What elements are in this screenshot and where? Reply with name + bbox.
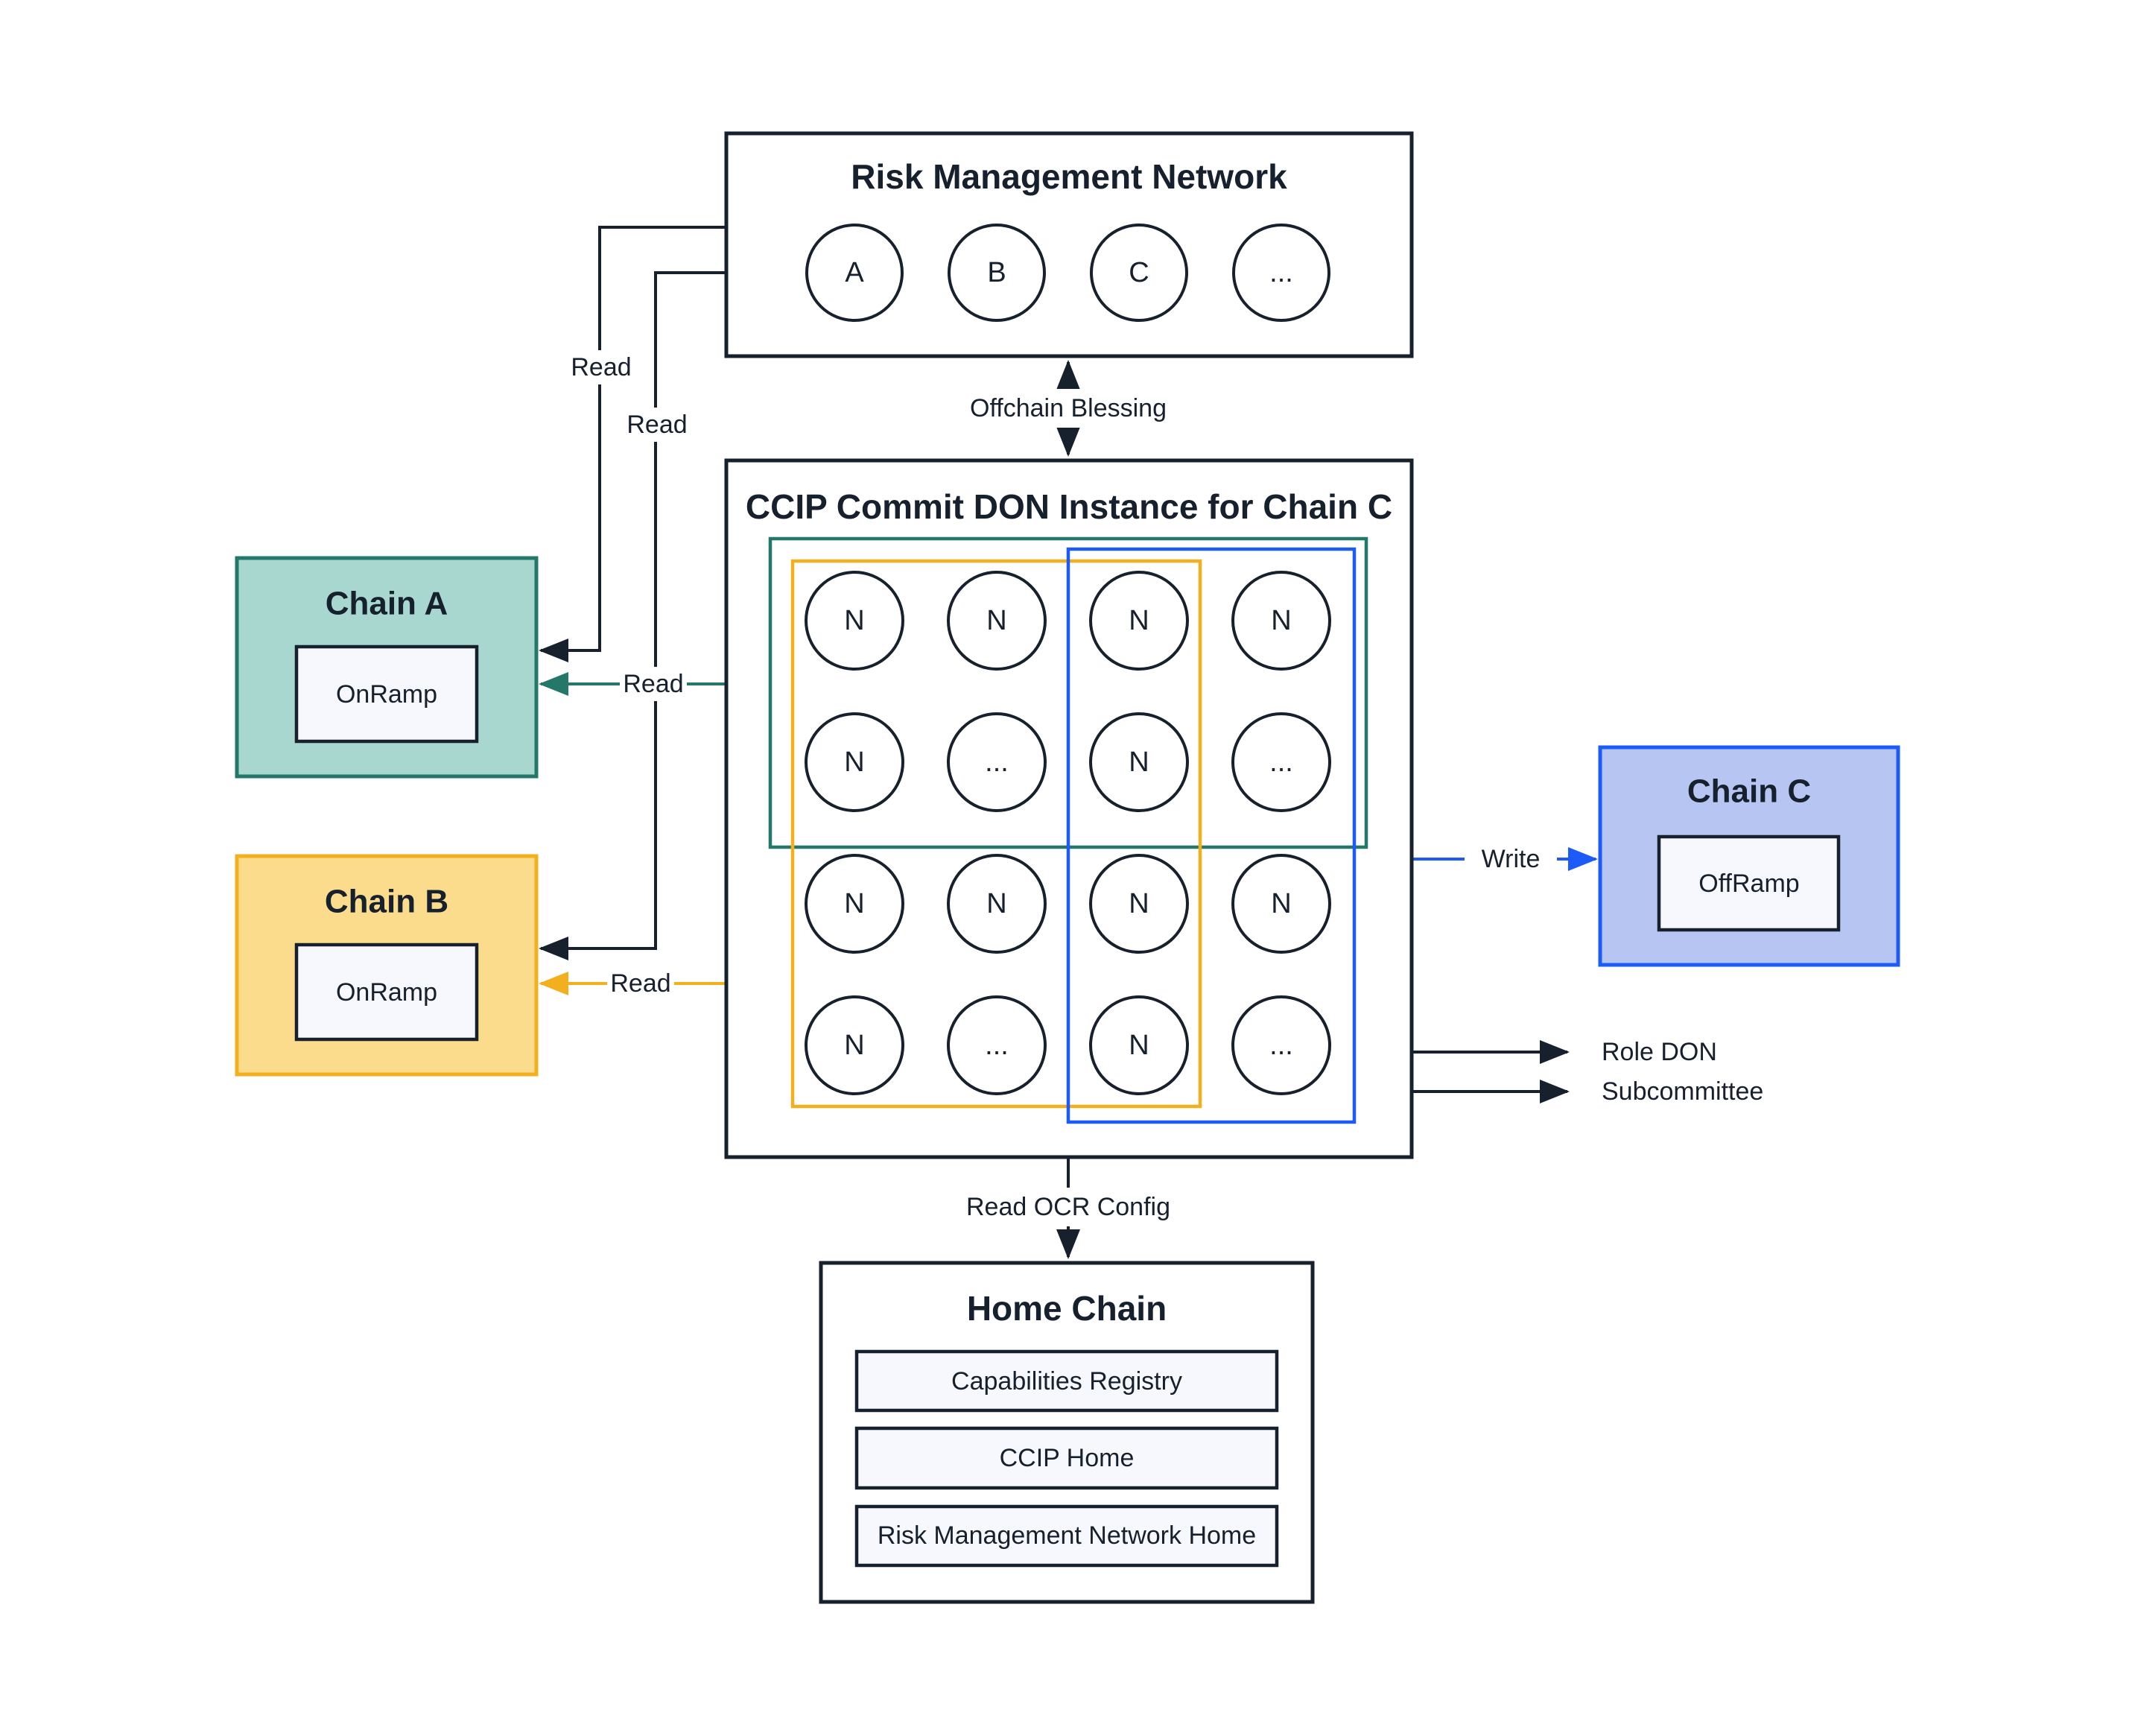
chain-b-onramp-rect (294, 943, 479, 1042)
subcommittee-blue-rect (1066, 547, 1357, 1124)
edge-rmn-read-chain-b (539, 271, 726, 960)
label-bg (624, 408, 691, 442)
rmn-node-more-label: ... (1269, 257, 1293, 288)
don-node-circle (805, 712, 904, 812)
rmn-node-more-circle (1232, 224, 1330, 322)
chain-b-box: Chain B OnRamp (235, 854, 539, 1077)
don-node-label: N (1129, 1030, 1149, 1061)
read-don-b-label: Read (610, 969, 670, 998)
rmn-node-a-label: A (845, 257, 864, 288)
offchain-blessing-label: Offchain Blessing (970, 394, 1167, 422)
rmn-node-b-label: B (987, 257, 1006, 288)
read-don-a-label: Read (623, 670, 683, 698)
rmn-home-label: Risk Management Network Home (878, 1521, 1256, 1550)
chain-c-offramp-label: OffRamp (1698, 869, 1799, 898)
don-node-circle (1089, 854, 1189, 954)
don-node-circle (1089, 571, 1189, 671)
chain-a-onramp-label: OnRamp (336, 680, 437, 709)
chain-c-offramp-rect (1657, 834, 1841, 932)
don-node-label: N (844, 888, 864, 919)
don-node-circle (1231, 571, 1331, 671)
don-node-circle (1089, 712, 1189, 812)
don-node-label: N (986, 605, 1006, 636)
don-node-label: ... (1269, 1030, 1293, 1061)
chain-a-box: Chain A OnRamp (235, 556, 539, 779)
don-node-label: ... (1269, 747, 1293, 778)
ccip-commit-don-title: CCIP Commit DON Instance for Chain C (746, 487, 1392, 526)
chain-c-title: Chain C (1687, 773, 1811, 810)
don-node-circle (805, 571, 904, 671)
don-node-circle (947, 854, 1047, 954)
don-node-label: ... (985, 747, 1009, 778)
chain-b-onramp-label: OnRamp (336, 978, 437, 1007)
label-bg (1465, 842, 1557, 876)
don-node-circle (1089, 995, 1189, 1095)
don-node-label: N (1129, 747, 1149, 778)
read-rmn-a-label: Read (571, 353, 631, 381)
label-bg (620, 667, 687, 701)
home-chain-box: Home Chain Capabilities Registry CCIP Ho… (819, 1261, 1315, 1604)
rmn-node-c-label: C (1129, 257, 1149, 288)
ccip-home-label: CCIP Home (1000, 1444, 1135, 1472)
write-label: Write (1482, 845, 1541, 873)
subcommittee-amber-rect (790, 559, 1202, 1109)
don-node-label: ... (985, 1030, 1009, 1061)
rmn-node-c-circle (1090, 224, 1188, 322)
role-don-label: Role DON (1602, 1038, 1717, 1066)
don-node-label: N (986, 888, 1006, 919)
label-bg (964, 1188, 1173, 1226)
chain-a-onramp-rect (294, 644, 479, 744)
don-node-label: N (1129, 605, 1149, 636)
label-bg (968, 389, 1168, 428)
don-node-circle (1231, 854, 1331, 954)
chain-b-title: Chain B (325, 884, 448, 920)
ccip-home-rect (854, 1426, 1279, 1490)
home-chain-title: Home Chain (967, 1289, 1167, 1328)
don-node-label: N (844, 747, 864, 778)
capabilities-registry-label: Capabilities Registry (951, 1367, 1182, 1396)
don-node-circle (1231, 712, 1331, 812)
risk-management-network-title: Risk Management Network (851, 157, 1287, 196)
label-bg (607, 966, 674, 1001)
don-node-label: N (1129, 888, 1149, 919)
label-bg (568, 350, 635, 384)
don-node-label: N (1271, 605, 1291, 636)
don-node-label: N (1271, 888, 1291, 919)
don-node-label: N (844, 605, 864, 636)
subcommittee-label: Subcommittee (1602, 1077, 1763, 1106)
read-rmn-b-label: Read (626, 411, 687, 439)
don-node-circle (805, 854, 904, 954)
don-node-circle (1231, 995, 1331, 1095)
don-node-circle (947, 995, 1047, 1095)
rmn-node-a-circle (805, 224, 904, 322)
chain-a-title: Chain A (326, 586, 448, 622)
ccip-commit-don-box: CCIP Commit DON Instance for Chain C N N… (724, 458, 1414, 1159)
don-node-circle (947, 712, 1047, 812)
don-node-circle (805, 995, 904, 1095)
risk-management-network-box: Risk Management Network A B C ... (724, 131, 1414, 358)
chain-c-box: Chain C OffRamp (1598, 745, 1900, 967)
rmn-node-b-circle (948, 224, 1046, 322)
edge-labels: Read Read Read Read Write Offchain Bless… (568, 350, 1763, 1226)
don-node-circle (947, 571, 1047, 671)
rmn-home-rect (854, 1504, 1279, 1568)
read-ocr-config-label: Read OCR Config (966, 1193, 1170, 1221)
edge-rmn-read-chain-a (539, 226, 726, 662)
don-node-label: N (844, 1030, 864, 1061)
capabilities-registry-rect (854, 1349, 1279, 1413)
